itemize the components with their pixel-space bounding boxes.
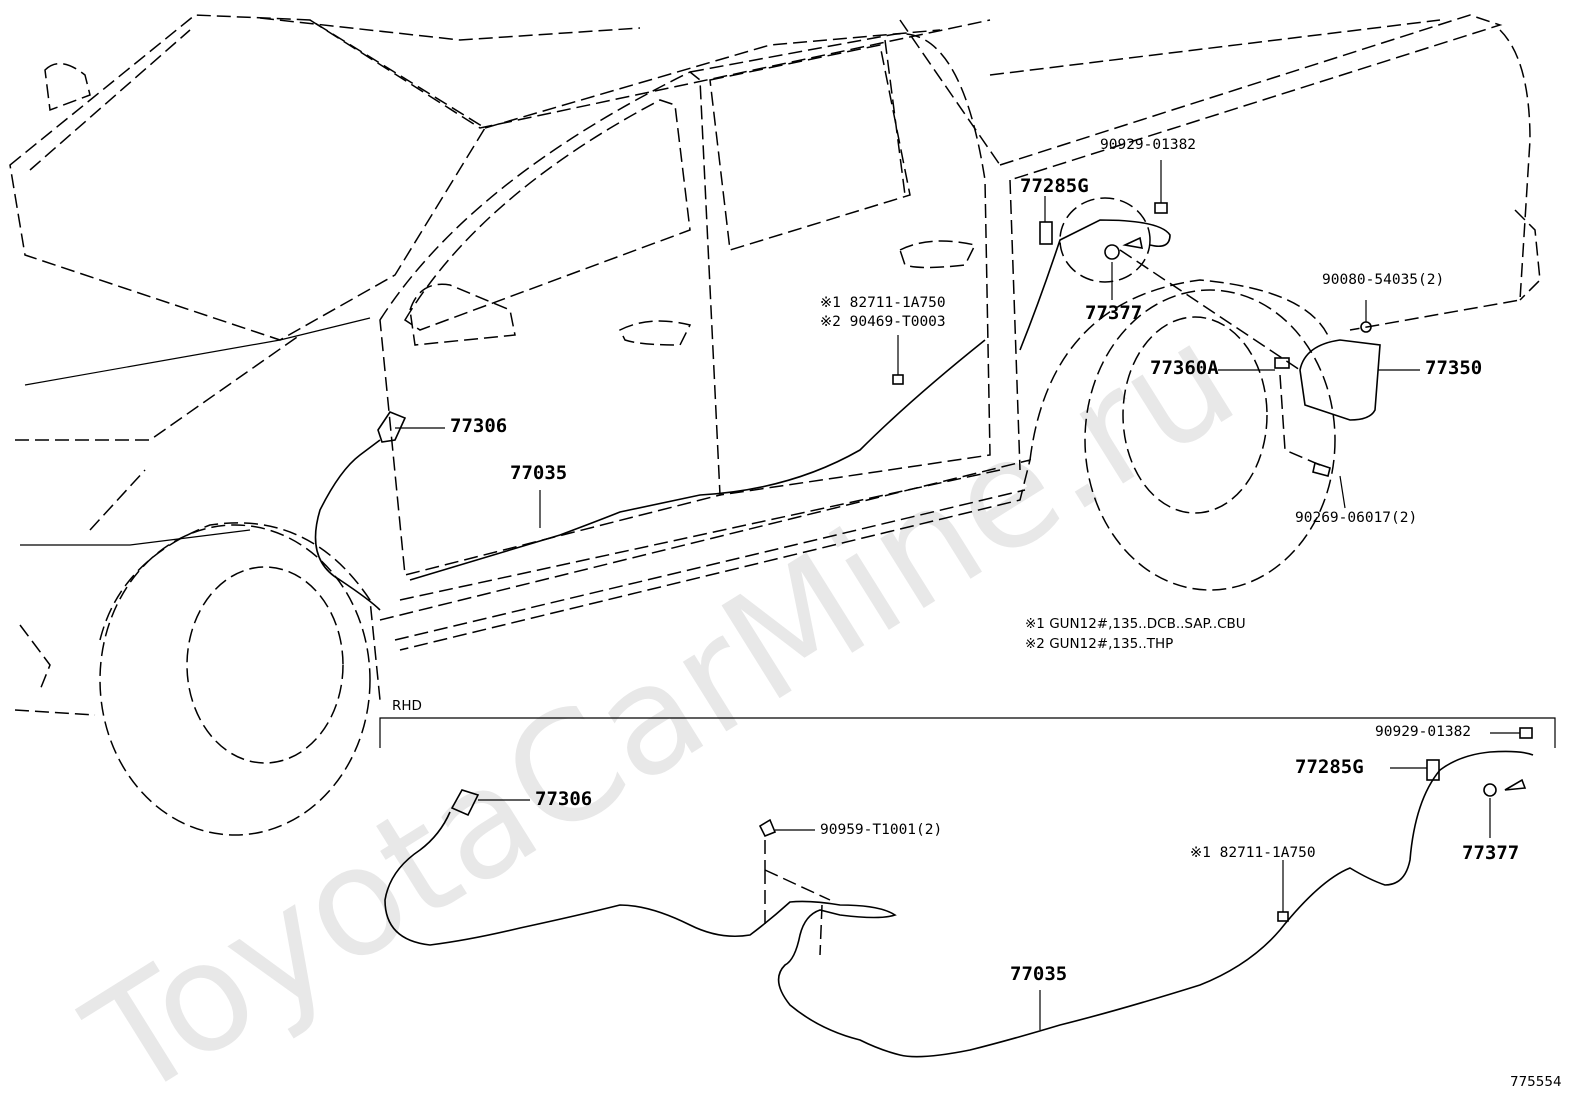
label-alt2-upper[interactable]: ※2 90469-T0003 bbox=[820, 314, 946, 330]
label-77035-lower[interactable]: 77035 bbox=[1010, 963, 1068, 985]
label-77350[interactable]: 77350 bbox=[1425, 357, 1483, 379]
label-77306-upper[interactable]: 77306 bbox=[450, 415, 508, 437]
label-77285g-lower[interactable]: 77285G bbox=[1295, 756, 1364, 778]
label-77035-upper[interactable]: 77035 bbox=[510, 462, 568, 484]
label-90269-06017[interactable]: 90269-06017(2) bbox=[1295, 510, 1418, 526]
label-alt1-upper[interactable]: ※1 82711-1A750 bbox=[820, 295, 946, 311]
label-77377-upper[interactable]: 77377 bbox=[1085, 302, 1143, 324]
label-77377-lower[interactable]: 77377 bbox=[1462, 842, 1520, 864]
label-77306-lower[interactable]: 77306 bbox=[535, 788, 593, 810]
label-90929-01382-lower[interactable]: 90929-01382 bbox=[1375, 724, 1472, 740]
note-2: ※2 GUN12#,135..THP bbox=[1025, 636, 1174, 652]
label-90959-t1001[interactable]: 90959-T1001(2) bbox=[820, 822, 943, 838]
label-90080-54035[interactable]: 90080-54035(2) bbox=[1322, 272, 1445, 288]
diagram-id: 775554 bbox=[1510, 1074, 1562, 1090]
label-90929-01382-upper[interactable]: 90929-01382 bbox=[1100, 137, 1197, 153]
label-alt1-lower[interactable]: ※1 82711-1A750 bbox=[1190, 845, 1316, 861]
label-77360a[interactable]: 77360A bbox=[1150, 357, 1219, 379]
section-label-rhd: RHD bbox=[392, 698, 422, 714]
label-77285g-upper[interactable]: 77285G bbox=[1020, 175, 1089, 197]
note-1: ※1 GUN12#,135..DCB..SAP..CBU bbox=[1025, 616, 1246, 632]
